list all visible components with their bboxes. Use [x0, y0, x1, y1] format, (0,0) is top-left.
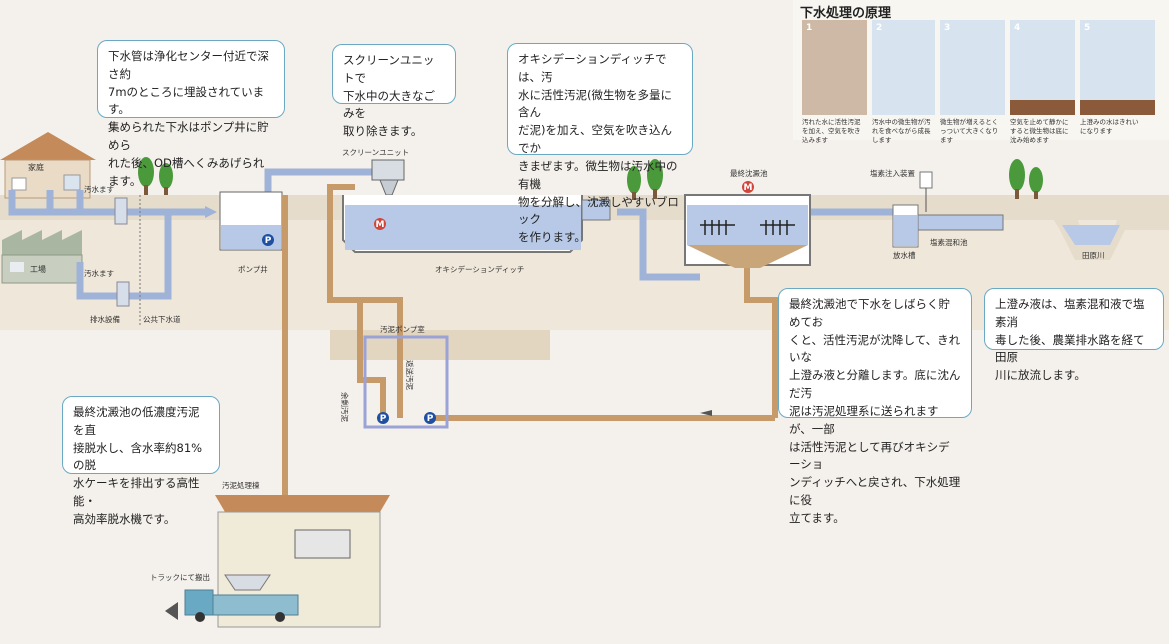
- truck-out-label: トラックにて搬出: [150, 572, 210, 582]
- step-2-number: 2: [876, 23, 882, 33]
- callout-sewer-pipe: 下水管は浄化センター付近で深さ約 7mのところに埋設されています。 集められた下…: [97, 40, 285, 188]
- river-water: [1062, 225, 1120, 245]
- discharge-tank-label: 放水槽: [893, 250, 916, 260]
- oxidation-ditch-tank: M: [342, 195, 611, 253]
- step-3-caption: 微生物が増えるとくっついて大きくなります: [940, 118, 999, 144]
- sludge-building-label: 汚泥処理棟: [222, 480, 260, 490]
- trees: [138, 157, 1043, 200]
- callout-screen-unit: スクリーンユニットで 下水中の大きなごみを 取り除きます。: [332, 44, 456, 138]
- sludge-pump-1-symbol: P: [380, 414, 387, 424]
- step-5-number: 5: [1084, 23, 1090, 33]
- step-1-number: 1: [806, 23, 812, 33]
- callout-dewatering: 最終沈澱池の低濃度汚泥を直 接脱水し、含水率約81%の脱 水ケーキを排出する高性…: [62, 396, 220, 526]
- principle-panel: 1 2 3 4 5: [793, 0, 1169, 140]
- chlorine-device-label: 塩素注入装置: [870, 168, 915, 178]
- factory: [1, 230, 83, 284]
- house-label: 家庭: [28, 162, 44, 172]
- oxidation-ditch-label: オキシデーションディッチ: [435, 264, 524, 274]
- manhole-1: [114, 197, 128, 225]
- drain-facility-label: 排水設備: [90, 314, 120, 324]
- step-4-caption: 空気を止めて静かにすると微生物は底に沈み始めます: [1010, 118, 1069, 144]
- manhole-2-label: 汚水ます: [84, 268, 114, 278]
- step-4-number: 4: [1014, 23, 1020, 33]
- flow-arrow: [205, 206, 217, 218]
- manhole-2: [116, 281, 130, 307]
- house: [0, 132, 96, 199]
- return-sludge-label: 返送汚泥: [405, 360, 415, 390]
- river-label: 田原川: [1082, 251, 1105, 260]
- sludge-pump-2-symbol: P: [427, 414, 434, 424]
- ground-band: [330, 330, 550, 360]
- truck: [165, 589, 299, 622]
- pump-well-label: ポンプ井: [238, 264, 268, 274]
- sludge-pump-room: P P: [363, 335, 449, 429]
- final-settling-tank: M: [684, 181, 811, 268]
- chlorine-tanks: [892, 171, 1004, 248]
- chlorine-tank-label: 塩素混和池: [930, 237, 968, 247]
- principle-step-boxes: [802, 20, 1155, 115]
- step-3-number: 3: [944, 23, 950, 33]
- sludge-building: [215, 495, 390, 628]
- screen-unit: [371, 159, 405, 196]
- final-settling-label: 最終沈澱池: [730, 168, 768, 178]
- step-5-caption: 上澄みの水はきれいになります: [1080, 118, 1139, 135]
- principle-title: 下水処理の原理: [800, 6, 892, 21]
- callout-supernatant: 上澄み液は、塩素混和液で塩素消 毒した後、農業排水路を経て田原 川に放流します。: [984, 288, 1164, 382]
- step-1-caption: 汚れた水に活性汚泥を加え、空気を吹き込みます: [802, 118, 861, 144]
- factory-label: 工場: [30, 264, 46, 274]
- pump-well-pump-symbol: P: [265, 236, 272, 246]
- callout-final-settling: 最終沈澱池で下水をしばらく貯めてお くと、活性汚泥が沈降して、きれいな 上澄み液…: [778, 288, 972, 525]
- ditch-motor-symbol: M: [376, 220, 385, 230]
- screen-unit-label: スクリーンユニット: [342, 148, 409, 157]
- ground-upper: [0, 220, 1169, 330]
- callout-oxidation-ditch: オキシデーションディッチでは、汚 水に活性汚泥(微生物を多量に含ん だ泥)を加え…: [507, 43, 693, 244]
- pump-well: P: [219, 191, 283, 251]
- river-bank: [1040, 198, 1169, 260]
- step-2-caption: 汚水中の微生物が汚れを食べながら成長します: [872, 118, 931, 144]
- flow-arrow-return: [700, 410, 712, 416]
- public-sewer-label: 公共下水道: [143, 314, 181, 324]
- excess-sludge-label: 余剰汚泥: [340, 392, 350, 422]
- sludge-pump-room-label: 汚泥ポンプ室: [380, 324, 425, 334]
- manhole-1-label: 汚水ます: [84, 184, 114, 194]
- settling-motor-symbol: M: [744, 183, 753, 193]
